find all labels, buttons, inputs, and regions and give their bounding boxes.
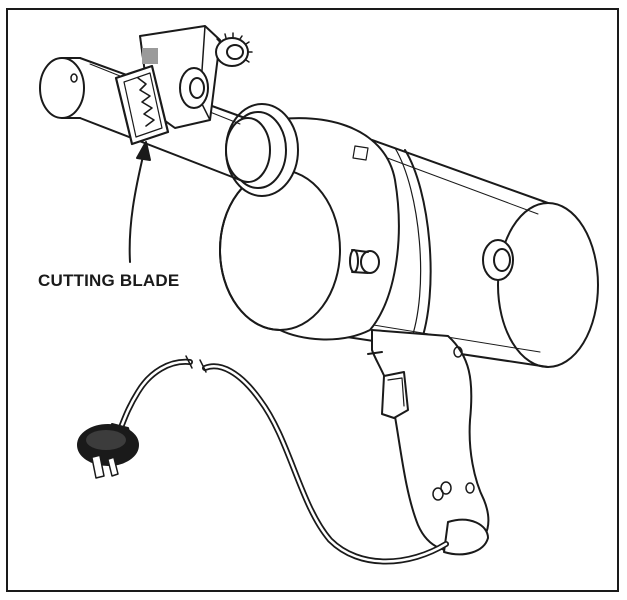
blade-guard-inner: [123, 72, 163, 138]
shaft-front-end: [39, 57, 85, 119]
blade-guard-frame: [114, 64, 170, 146]
grip-screw-3: [465, 482, 475, 494]
grip-screw-1: [432, 487, 444, 501]
cord-segment-right-core: [203, 365, 448, 563]
adjust-wheel-knurl: [216, 32, 253, 63]
barrel-top-edge: [371, 139, 549, 204]
trigger: [381, 371, 409, 419]
head-slot-shadow: [142, 48, 158, 64]
callout-arrow: [128, 141, 151, 263]
cutting-blade-label: CUTTING BLADE: [38, 271, 180, 290]
label-plate: [352, 145, 369, 161]
pistol-grip: [367, 329, 490, 556]
grip-pin: [367, 351, 383, 355]
plug-prong-right: [107, 457, 119, 477]
cord-segment-left-core: [118, 360, 192, 432]
shaft-collar: [225, 103, 299, 197]
power-plug: [77, 423, 139, 479]
cord-break-marks: [185, 355, 207, 373]
plug-sheen: [86, 430, 126, 450]
shaft-front-join: [61, 57, 81, 119]
serrated-blade: [137, 77, 155, 127]
rear-end-cap: [497, 202, 599, 368]
band-seam-rear: [404, 149, 432, 346]
barrel-highlight: [381, 155, 539, 215]
grip-body: [371, 329, 490, 552]
cutting-head: [114, 25, 253, 146]
trigger-edge: [387, 377, 405, 407]
speed-switch-base: [349, 249, 359, 273]
motor-body: [219, 117, 599, 368]
shaft-hole: [70, 73, 78, 83]
grip-screw-top: [453, 346, 463, 358]
speed-switch: [360, 250, 380, 274]
side-knob-inner: [493, 248, 511, 272]
power-cord: [117, 355, 449, 565]
head-side-cylinder-inner: [189, 77, 205, 99]
adjust-wheel-hub: [226, 44, 244, 60]
plug-prong-left: [91, 455, 105, 479]
plug-body: [77, 424, 139, 466]
side-knob: [482, 239, 514, 281]
band-seam-front: [394, 147, 422, 344]
collar-lip: [225, 117, 271, 183]
head-side-cylinder: [179, 67, 209, 109]
callout-leader-line: [128, 151, 145, 263]
grip-screw-2: [440, 481, 452, 495]
strain-relief: [443, 518, 489, 556]
callout-arrowhead: [136, 141, 151, 161]
